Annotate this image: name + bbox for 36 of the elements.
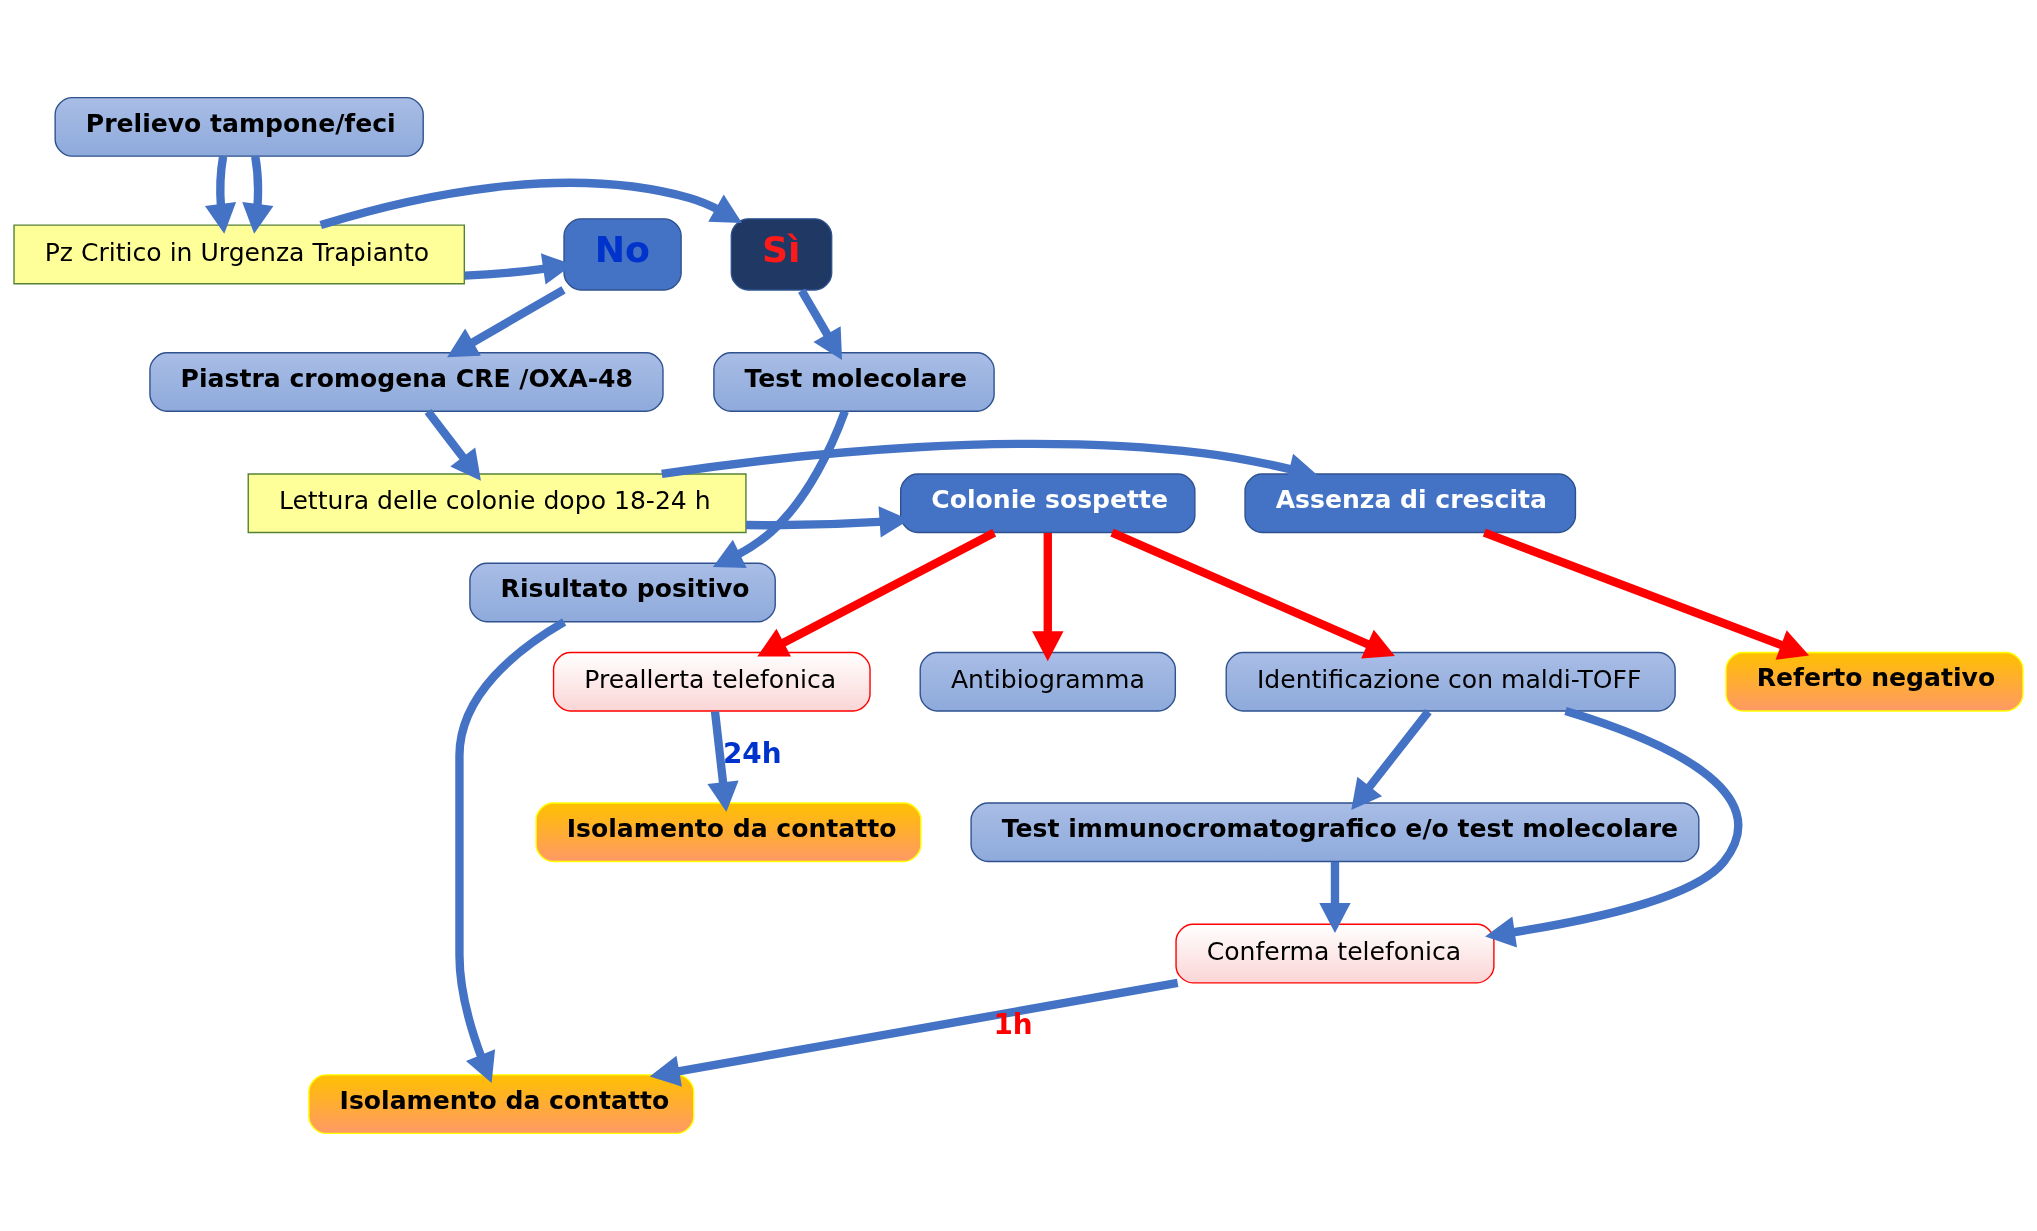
arrow bbox=[1110, 528, 1395, 659]
node-box: Test immunocromatografico e/o test molecolare bbox=[970, 802, 1700, 863]
arrow bbox=[447, 286, 566, 358]
arrow bbox=[1351, 709, 1432, 811]
node-box: Referto negativo bbox=[1725, 651, 2024, 712]
arrow bbox=[204, 155, 237, 234]
node-box: Prelievo tampone/feci bbox=[54, 96, 424, 157]
node-box: Pz Critico in Urgenza Trapianto bbox=[13, 224, 466, 285]
arrow bbox=[242, 155, 274, 234]
node-box: Isolamento da contatto bbox=[308, 1074, 695, 1135]
arrow bbox=[757, 529, 997, 657]
node-box: Isolamento da contatto bbox=[535, 802, 922, 863]
arrow bbox=[1485, 707, 1743, 948]
node-box: Colonie sospette bbox=[900, 473, 1196, 534]
node-box: Test molecolare bbox=[713, 352, 995, 412]
arrow bbox=[798, 288, 843, 361]
node-box: Preallerta telefonica bbox=[552, 651, 871, 712]
node-box: Risultato positivo bbox=[469, 562, 776, 623]
arrow bbox=[649, 978, 1179, 1087]
node-box: Antibiogramma bbox=[919, 651, 1177, 712]
edge-label: 1h bbox=[993, 1008, 1033, 1042]
arrow bbox=[1319, 861, 1351, 933]
edge-label: 24h bbox=[722, 736, 782, 770]
node-box: Assenza di crescita bbox=[1244, 473, 1577, 534]
node-box: Conferma telefonica bbox=[1175, 923, 1495, 984]
arrow bbox=[712, 409, 849, 568]
node-box: Piastra cromogena CRE /OXA-48 bbox=[149, 352, 664, 412]
arrow bbox=[319, 178, 742, 230]
arrow bbox=[707, 711, 739, 812]
arrow bbox=[424, 408, 481, 481]
node-box: Sì bbox=[730, 218, 833, 291]
node-box: Lettura delle colonie dopo 18-24 h bbox=[247, 473, 747, 534]
node-box: No bbox=[563, 218, 682, 291]
arrow bbox=[1032, 532, 1064, 662]
arrow bbox=[1482, 528, 1810, 660]
node-box: Identificazione con maldi-TOFF bbox=[1225, 651, 1676, 712]
